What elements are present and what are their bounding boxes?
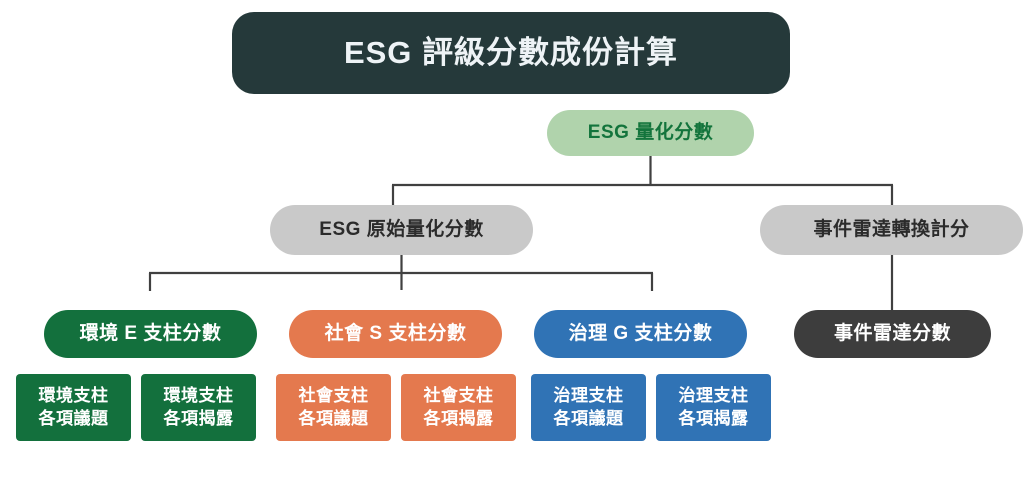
leaf-governance-disclosures[interactable]: 治理支柱 各項揭露	[656, 374, 771, 441]
leaf-environment-disclosures[interactable]: 環境支柱 各項揭露	[141, 374, 256, 441]
node-event-radar-score[interactable]: 事件雷達分數	[794, 310, 991, 358]
leaf-social-topics[interactable]: 社會支柱 各項議題	[276, 374, 391, 441]
node-esg-quantitative-score[interactable]: ESG 量化分數	[547, 110, 754, 156]
node-esg-raw-quantitative-score[interactable]: ESG 原始量化分數	[270, 205, 533, 255]
diagram-title: ESG 評級分數成份計算	[232, 12, 790, 94]
node-event-radar-conversion-score[interactable]: 事件雷達轉換計分	[760, 205, 1023, 255]
leaf-environment-topics[interactable]: 環境支柱 各項議題	[16, 374, 131, 441]
node-governance-pillar-score[interactable]: 治理 G 支柱分數	[534, 310, 747, 358]
leaf-social-disclosures[interactable]: 社會支柱 各項揭露	[401, 374, 516, 441]
node-environment-pillar-score[interactable]: 環境 E 支柱分數	[44, 310, 257, 358]
leaf-governance-topics[interactable]: 治理支柱 各項議題	[531, 374, 646, 441]
node-social-pillar-score[interactable]: 社會 S 支柱分數	[289, 310, 502, 358]
